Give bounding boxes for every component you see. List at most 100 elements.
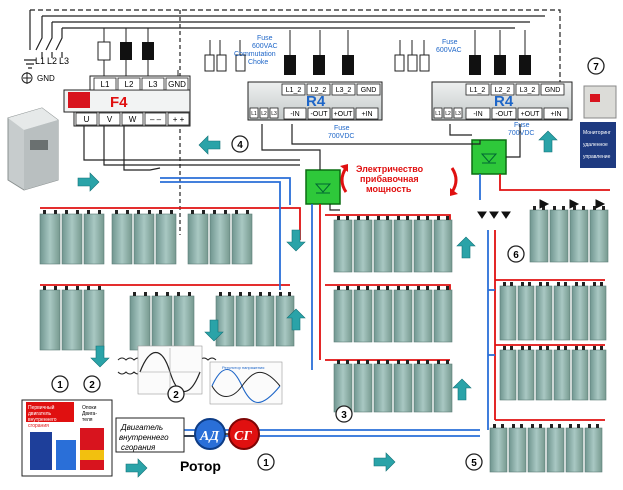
r4-mid-bottom-terminal-label: +IN (361, 111, 372, 118)
r4-mid-fuse-top: Fuse 600VAC Commutation Choke (234, 35, 280, 66)
svg-text:3: 3 (341, 410, 347, 421)
r4-mid-bottom-terminal-label: +OUT (334, 111, 354, 118)
engine-generator-group: Двигатель внутреннего сгорания АД СГ Рот… (115, 417, 260, 474)
r4-mid-left-terminal-box (249, 107, 259, 119)
arrow-icon (198, 135, 221, 155)
arrow-icon (204, 319, 224, 342)
battery-cell (151, 295, 173, 351)
energy-surplus-label: Электричество прибавочная мощность (340, 164, 458, 196)
battery-cell (393, 219, 413, 273)
battery-bank (489, 424, 603, 473)
r4-mid-left-terminal-box (259, 107, 269, 119)
r4-right-top-terminal-box (490, 83, 515, 96)
battery-bank (215, 292, 295, 347)
diode-row (477, 199, 606, 219)
r4-right-fuse-bottom: Fuse 700VDC (508, 122, 534, 137)
svg-text:7: 7 (593, 62, 599, 73)
f4-bottom-terminal-label: V (107, 115, 113, 124)
oscillogram-right: Регулятор напряжения (209, 361, 283, 405)
remote-panel: Мониторинг удаленное управление (580, 85, 617, 168)
battery-cell (433, 219, 453, 273)
battery-cell (571, 349, 589, 401)
r4-right-left-terminal-box (433, 107, 443, 119)
svg-text:6: 6 (513, 250, 519, 261)
battery-cell (413, 363, 433, 413)
label-l1: L1 (35, 56, 45, 66)
battery-cell (155, 213, 177, 265)
battery-cell (549, 209, 569, 263)
r4-right-top-terminal-label: GND (545, 87, 561, 94)
r4-right-bottom-terminal-label: -IN (473, 111, 482, 118)
battery-cell (433, 363, 453, 413)
generator-circle (228, 418, 260, 450)
ground-icon (21, 72, 33, 84)
f4-top-terminal-label: GND (168, 80, 186, 89)
marker-5: 3 (335, 405, 353, 423)
engine-legend-box: Первичный двигатель внутреннего сгорания… (21, 399, 113, 477)
battery-cell (589, 285, 607, 341)
energy-line3: мощность (366, 184, 412, 194)
battery-cell (535, 349, 553, 401)
battery-cell (255, 295, 275, 347)
battery-cell (275, 295, 295, 347)
battery-cell (553, 349, 571, 401)
r4-mid-top-terminal-box (306, 83, 331, 96)
energy-line1: Электричество (356, 164, 424, 174)
battery-cell (527, 427, 546, 473)
label-gnd: GND (37, 74, 55, 83)
f4-bottom-terminal-box (75, 112, 98, 126)
battery-cell (373, 219, 393, 273)
battery-cell (111, 213, 133, 265)
sg-label: СГ (234, 429, 252, 444)
r4-mid-bottom-terminals: -IN-OUT+OUT+IN (283, 107, 379, 120)
rotor-label: Ротор (180, 458, 221, 474)
arrow-icon (538, 130, 558, 153)
engine-line2: внутреннего (119, 433, 169, 442)
oscillo-title: Регулятор напряжения (222, 365, 264, 370)
drive-f4-name: F4 (110, 94, 128, 111)
battery-cell (133, 213, 155, 265)
marker-9: 7 (587, 57, 605, 75)
svg-text:1: 1 (263, 458, 269, 469)
f4-bottom-terminal-label: + + (173, 115, 185, 124)
oscillogram-left (137, 345, 203, 395)
marker-6: 4 (231, 135, 249, 153)
legend-side3: теля (82, 417, 93, 423)
r4-right-bottom-terminal-box (465, 107, 491, 120)
battery-cell (508, 427, 527, 473)
f4-bottom-terminal-box (144, 112, 167, 126)
battery-cell (393, 289, 413, 343)
arrow-icon (286, 229, 306, 252)
battery-cell (83, 289, 105, 351)
marker-7: 5 (465, 453, 483, 471)
battery-bank (529, 206, 609, 263)
battery-cell (353, 219, 373, 273)
battery-bank (499, 282, 607, 341)
r4-right-left-terminal-label: L2 (445, 111, 451, 117)
f4-bottom-terminal-label: U (84, 115, 90, 124)
monitor-line1: Мониторинг (583, 130, 611, 136)
flow-arrows (77, 130, 558, 478)
battery-cell (61, 213, 83, 265)
dc-bus-red (40, 174, 610, 421)
r4-mid-top-terminal-box (356, 83, 381, 96)
r4-right-left-terminal-box (443, 107, 453, 119)
battery-cell (589, 209, 609, 263)
r4-right-bottom-terminal-box (517, 107, 543, 120)
rectifier-module-right (471, 139, 507, 175)
r4-mid-top-terminal-box (331, 83, 356, 96)
battery-cell (413, 289, 433, 343)
battery-cell (546, 427, 565, 473)
f4-top-terminal-box (117, 77, 141, 91)
battery-cell (489, 427, 508, 473)
battery-cell (83, 213, 105, 265)
r4-mid-top-terminal-box (281, 83, 306, 96)
r4-mid-bottom-terminal-box (331, 107, 355, 120)
